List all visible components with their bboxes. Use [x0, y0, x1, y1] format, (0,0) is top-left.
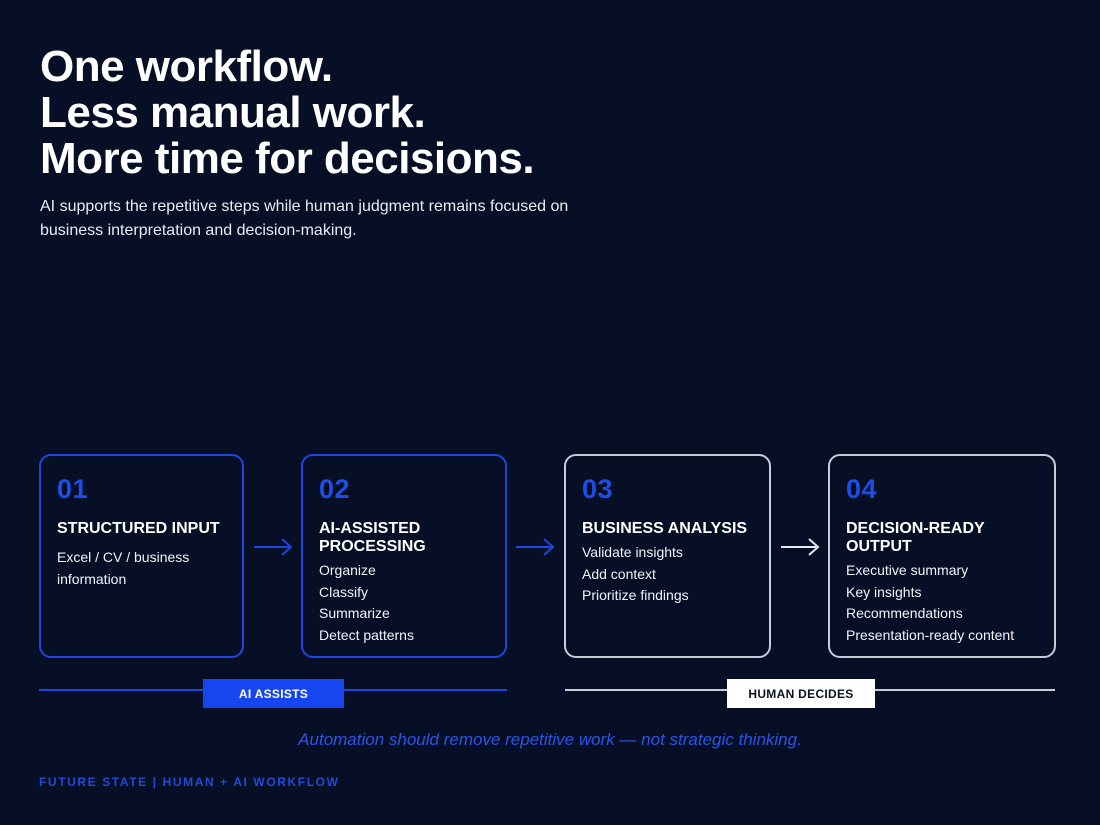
step-item: Key insights — [846, 583, 922, 600]
step-item: Organize — [319, 562, 376, 578]
headline-line-3: More time for decisions. — [40, 134, 535, 183]
step-card-business-analysis: 03 BUSINESS ANALYSIS Validate insights A… — [564, 454, 771, 658]
step-items: Excel / CV / business information — [57, 547, 226, 590]
human-decides-badge: HUMAN DECIDES — [727, 679, 875, 708]
step-item: Classify — [319, 583, 369, 600]
step-item: Presentation-ready content — [846, 626, 1015, 643]
arrow-right-icon — [254, 538, 293, 556]
step-item: Recommendations — [846, 605, 963, 621]
step-card-decision-ready-output: 04 DECISION-READY OUTPUT Executive summa… — [828, 454, 1056, 658]
step-number: 03 — [582, 474, 614, 504]
step-item: Excel / CV / business information — [57, 549, 190, 587]
headline: One workflow. Less manual work. More tim… — [40, 42, 535, 183]
step-item: Validate insights — [582, 544, 683, 560]
step-item: Detect patterns — [319, 626, 414, 643]
step-item: Executive summary — [846, 562, 969, 578]
headline-line-2: Less manual work. — [40, 88, 426, 137]
step-number: 04 — [846, 474, 878, 504]
step-item: Add context — [582, 565, 656, 582]
step-items: Organize Classify Summarize Detect patte… — [319, 560, 489, 646]
subtitle: AI supports the repetitive steps while h… — [40, 198, 569, 239]
step-title: BUSINESS ANALYSIS — [582, 520, 748, 537]
ai-assists-badge: AI ASSISTS — [203, 679, 344, 708]
footer-label: FUTURE STATE | HUMAN + AI WORKFLOW — [39, 775, 340, 789]
step-card-ai-assisted-processing: 02 AI-ASSISTED PROCESSING Organize Class… — [301, 454, 507, 658]
step-card-structured-input: 01 STRUCTURED INPUT Excel / CV / busines… — [39, 454, 244, 658]
headline-line-1: One workflow. — [40, 42, 333, 91]
arrow-right-icon — [781, 538, 820, 556]
step-number: 01 — [57, 474, 89, 504]
arrow-right-icon — [516, 538, 555, 556]
step-title: AI-ASSISTED PROCESSING — [319, 520, 426, 555]
step-title: STRUCTURED INPUT — [57, 520, 220, 537]
step-number: 02 — [319, 474, 351, 504]
tagline: Automation should remove repetitive work… — [298, 730, 802, 749]
step-items: Validate insights Add context Prioritize… — [582, 542, 753, 607]
step-title: DECISION-READY OUTPUT — [846, 520, 985, 555]
step-item: Summarize — [319, 605, 390, 621]
step-item: Prioritize findings — [582, 587, 689, 603]
step-items: Executive summary Key insights Recommend… — [846, 560, 1038, 646]
